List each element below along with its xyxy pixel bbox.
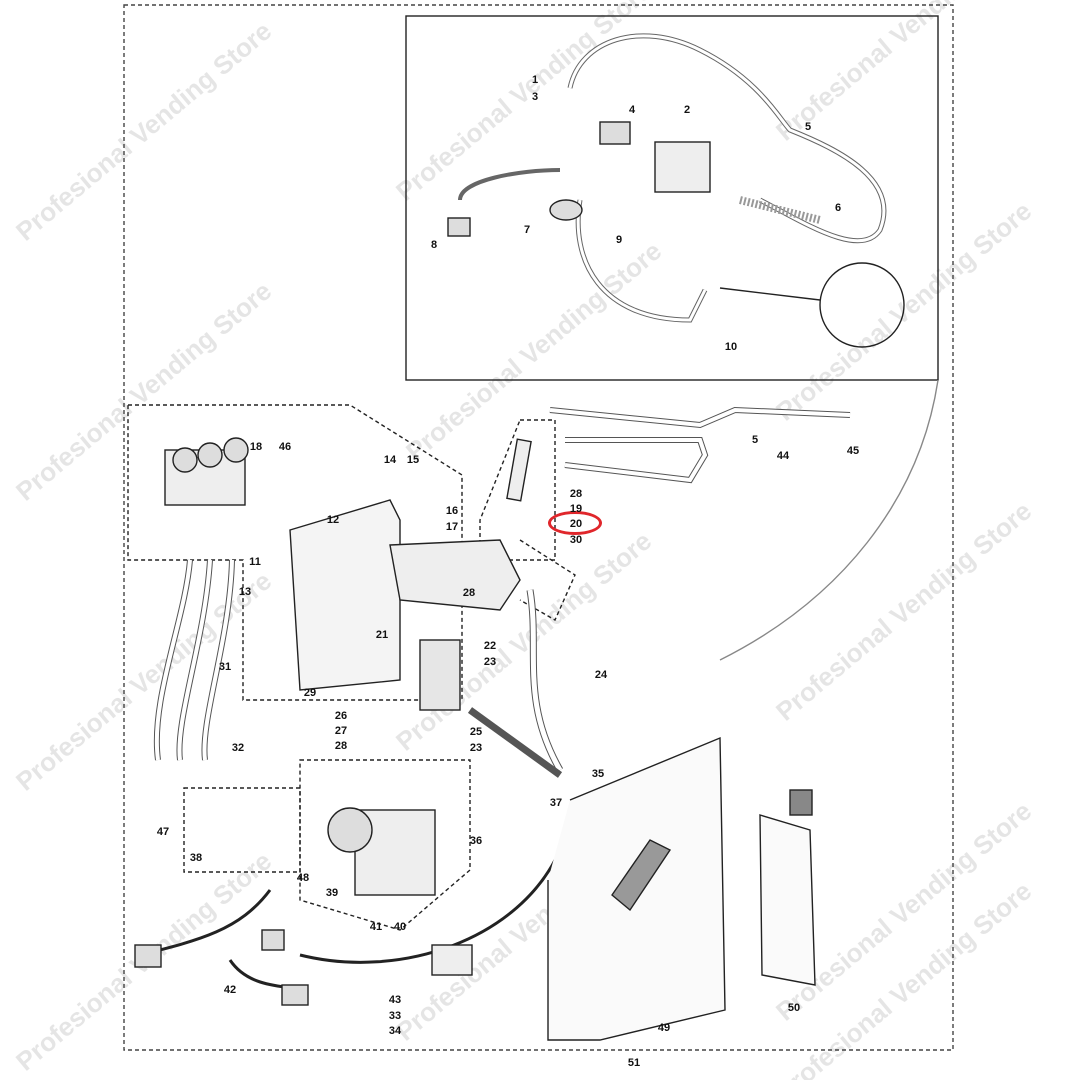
part-label: 35 — [591, 768, 605, 780]
part-label: 47 — [156, 826, 170, 838]
part-label: 1 — [531, 74, 539, 86]
part-label: 30 — [569, 534, 583, 546]
part-label: 32 — [231, 742, 245, 754]
part-label: 24 — [594, 669, 608, 681]
part-label: 2 — [683, 104, 691, 116]
part-label: 28 — [462, 587, 476, 599]
part-label: 37 — [549, 797, 563, 809]
part-label: 5 — [804, 121, 812, 133]
part-label: 51 — [627, 1057, 641, 1069]
part-label: 15 — [406, 454, 420, 466]
part-label: 11 — [249, 556, 261, 568]
part-label: 21 — [375, 629, 389, 641]
part-label: 36 — [469, 835, 483, 847]
part-label: 25 — [469, 726, 483, 738]
part-label: 4 — [628, 104, 636, 116]
part-label: 12 — [326, 514, 340, 526]
part-label: 23 — [483, 656, 497, 668]
part-label: 20 — [569, 518, 583, 530]
part-label: 10 — [724, 341, 738, 353]
part-label: 5 — [751, 434, 759, 446]
part-label: 19 — [569, 503, 583, 515]
part-label: 3 — [531, 91, 539, 103]
part-label: 29 — [303, 687, 317, 699]
part-label: 43 — [388, 994, 402, 1006]
part-label: 13 — [238, 586, 252, 598]
part-label: 26 — [334, 710, 348, 722]
part-label: 45 — [846, 445, 860, 457]
part-label: 27 — [334, 725, 348, 737]
part-label: 33 — [388, 1010, 402, 1022]
part-label: 17 — [445, 521, 459, 533]
part-label: 49 — [657, 1022, 671, 1034]
part-label: 7 — [523, 224, 531, 236]
part-label: 16 — [445, 505, 459, 517]
part-label: 41 — [369, 921, 383, 933]
part-label: 31 — [218, 661, 232, 673]
part-label: 50 — [787, 1002, 801, 1014]
part-label: 40 — [393, 921, 407, 933]
part-label: 28 — [334, 740, 348, 752]
part-label: 6 — [834, 202, 842, 214]
part-label: 48 — [296, 872, 310, 884]
part-label: 18 — [249, 441, 263, 453]
part-label: 9 — [615, 234, 623, 246]
part-label: 42 — [223, 984, 237, 996]
valve-group-frame — [479, 419, 556, 561]
outer-dashed-frame — [123, 4, 954, 1051]
pump-inset-frame — [405, 15, 939, 381]
part-label: 28 — [569, 488, 583, 500]
part-label: 34 — [388, 1025, 402, 1037]
part-label: 8 — [430, 239, 438, 251]
part-label: 22 — [483, 640, 497, 652]
part-label: 44 — [776, 450, 790, 462]
part-label: 14 — [383, 454, 397, 466]
part-label: 39 — [325, 887, 339, 899]
part-label: 23 — [469, 742, 483, 754]
boiler-group-frame — [127, 404, 463, 701]
part-label: 46 — [278, 441, 292, 453]
part-label: 38 — [189, 852, 203, 864]
highlighted-part-marker — [548, 511, 602, 535]
